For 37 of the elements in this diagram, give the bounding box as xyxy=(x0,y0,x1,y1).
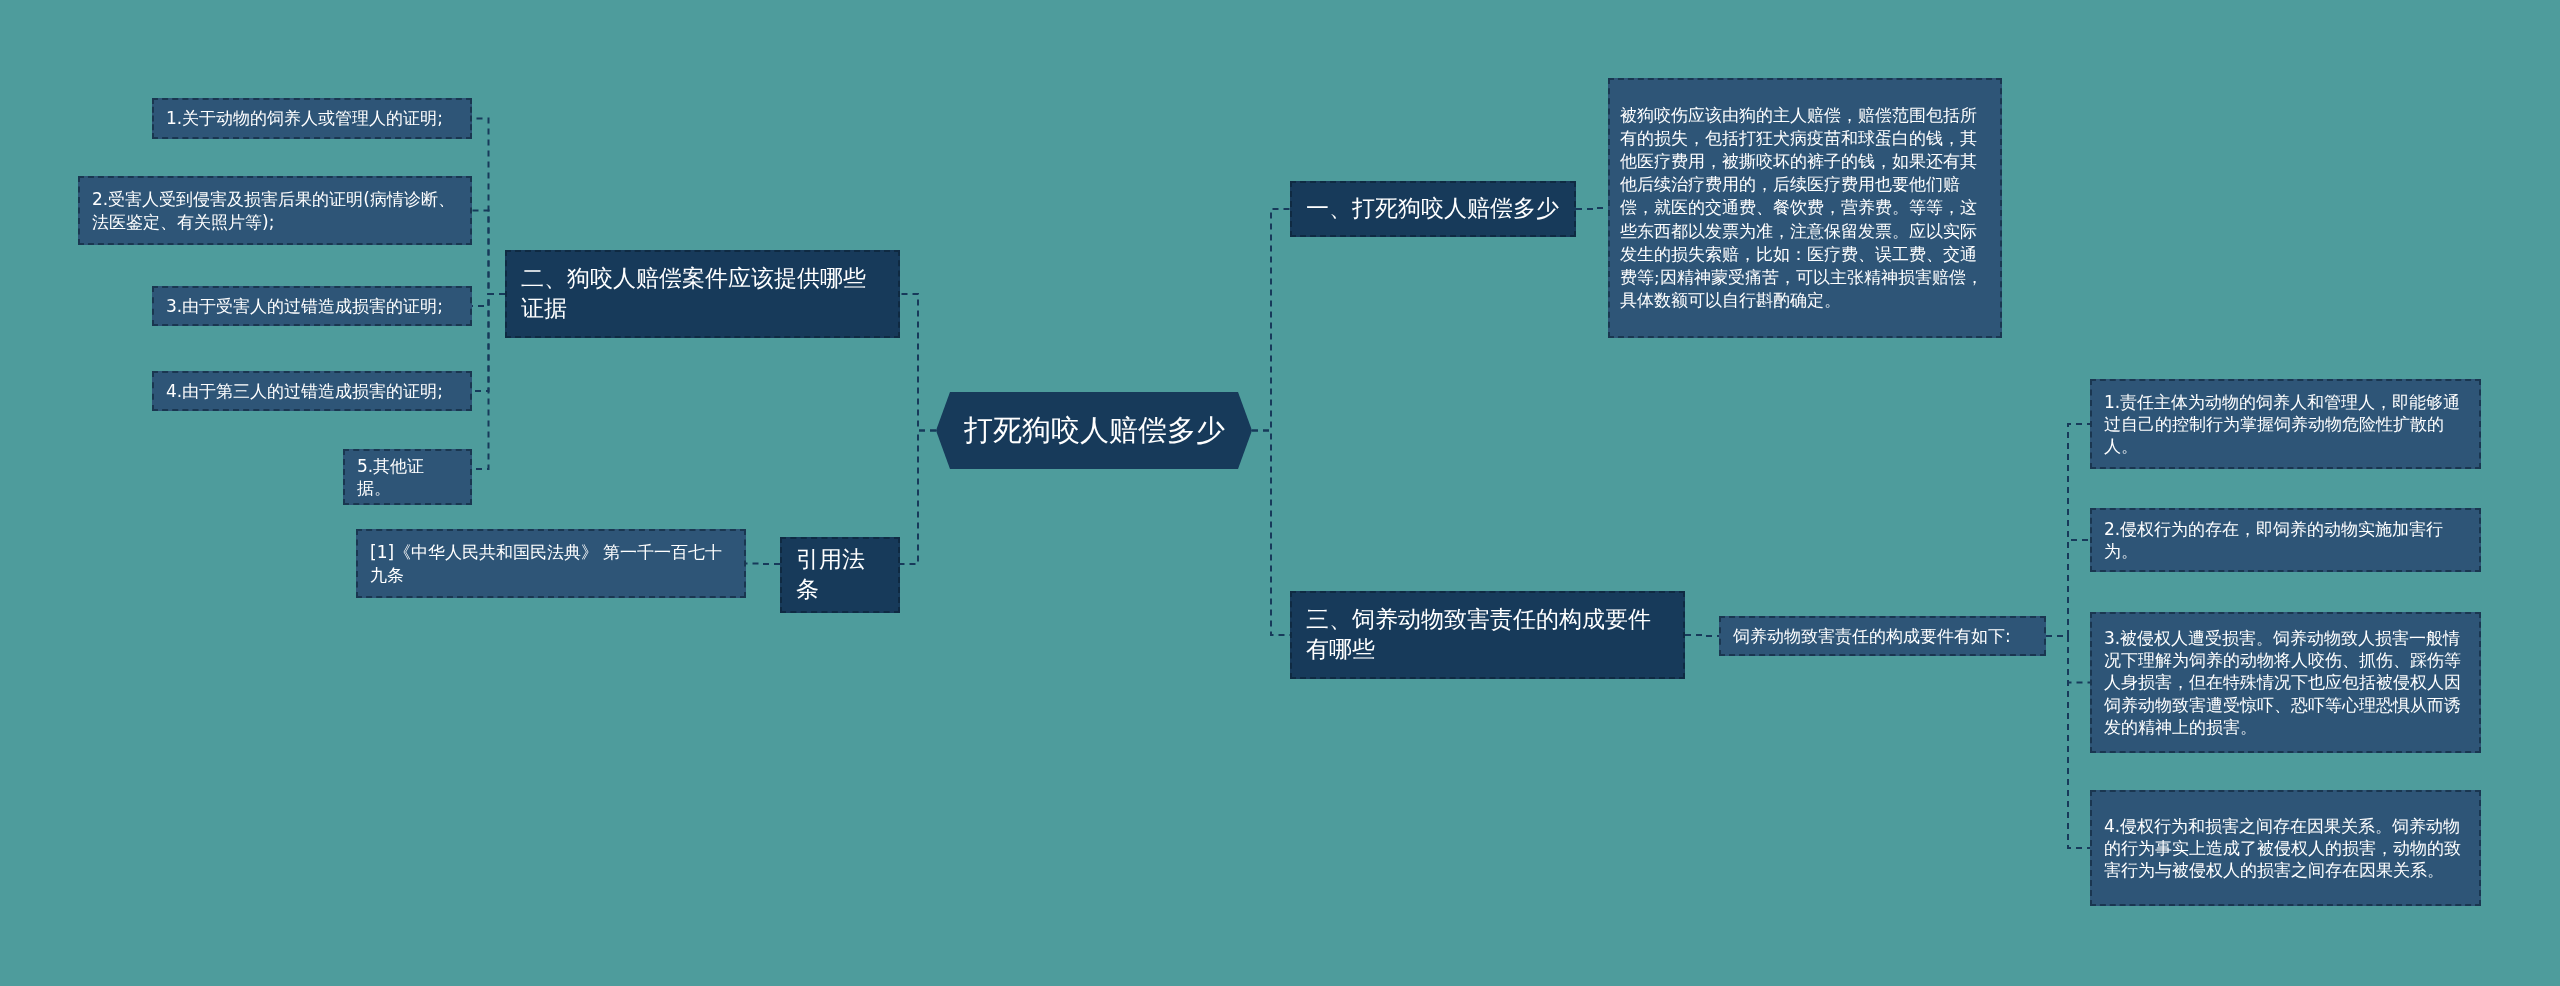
node-text: 饲养动物致害责任的构成要件有如下: xyxy=(1733,624,2011,648)
node-text: 打死狗咬人赔偿多少 xyxy=(963,411,1225,449)
node-text: 2.受害人受到侵害及损害后果的证明(病情诊断、法医鉴定、有关照片等); xyxy=(92,188,456,233)
condition-box xyxy=(2090,379,2481,469)
condition-box xyxy=(2090,612,2481,753)
node-text: 1.关于动物的饲养人或管理人的证明; xyxy=(166,107,443,130)
node-text: 5.其他证据。 xyxy=(357,455,426,500)
node-text: 二、狗咬人赔偿案件应该提供哪些证据 xyxy=(521,264,867,323)
node-text: 引用法条 xyxy=(796,545,866,604)
node-text: 三、饲养动物致害责任的构成要件有哪些 xyxy=(1306,605,1652,664)
evidence-box xyxy=(152,286,472,326)
condition-box xyxy=(2090,508,2481,572)
node-text: [1]《中华人民共和国民法典》 第一千一百七十九条 xyxy=(370,541,724,586)
node-text: 4.侵权行为和损害之间存在因果关系。饲养动物的行为事实上造成了被侵权人的损害，动物的致害行为与被侵权人的损害之间存在因果关系。 xyxy=(2104,814,2462,882)
node-text: 3.由于受害人的过错造成损害的证明; xyxy=(166,294,443,318)
node-text: 一、打死狗咬人赔偿多少 xyxy=(1306,194,1559,224)
evidence-box xyxy=(152,98,472,139)
condition-box xyxy=(2090,790,2481,906)
citation-box xyxy=(356,529,746,598)
node-text: 被狗咬伤应该由狗的主人赔偿，赔偿范围包括所有的损失，包括打狂犬病疫苗和球蛋白的钱，其他医疗费用，被撕咬坏的裤子的钱，如果还有其他后续治疗费用的，后续医疗费用也要他们赔偿，就医的交通费、餐饮费，营养费。等等，这些东西都以发票为准，注意保留发票。应以实际发生的损失索赔，比如：医疗费、误工费、交通费等;因精神蒙受痛苦，可以主张精神损害赔偿，具体数额可以自行斟酌确定。 xyxy=(1620,105,1984,312)
connector-line xyxy=(2045,635,2091,849)
evidence-box xyxy=(152,371,472,411)
branch-box xyxy=(1290,181,1576,237)
subtopic-box xyxy=(1719,616,2046,656)
node-text: 3.被侵权人遭受损害。饲养动物致人损害一般情况下理解为饲养的动物将人咬伤、抓伤、踩伤等人身损害，但在特殊情况下也应包括被侵权人因饲养动物致害遭受惊吓、恐吓等心理恐惧从而诱发的精神上的损害。 xyxy=(2104,627,2462,738)
evidence-box xyxy=(343,449,472,506)
node-text: 4.由于第三人的过错造成损害的证明; xyxy=(166,379,443,403)
node-text: 2.侵权行为的存在，即饲养的动物实施加害行为。 xyxy=(2104,517,2445,563)
branch-box xyxy=(780,537,900,613)
connector-line xyxy=(899,429,937,565)
branch-box xyxy=(505,250,900,338)
evidence-box xyxy=(78,176,472,245)
branch-box xyxy=(1290,591,1685,679)
connector-line xyxy=(1684,634,1720,637)
topic-hexagon xyxy=(936,392,1252,469)
detail-box xyxy=(1608,78,2002,338)
node-text: 1.责任主体为动物的饲养人和管理人，即能够通过自己的控制行为掌握饲养动物危险性扩散的人。 xyxy=(2104,390,2462,458)
